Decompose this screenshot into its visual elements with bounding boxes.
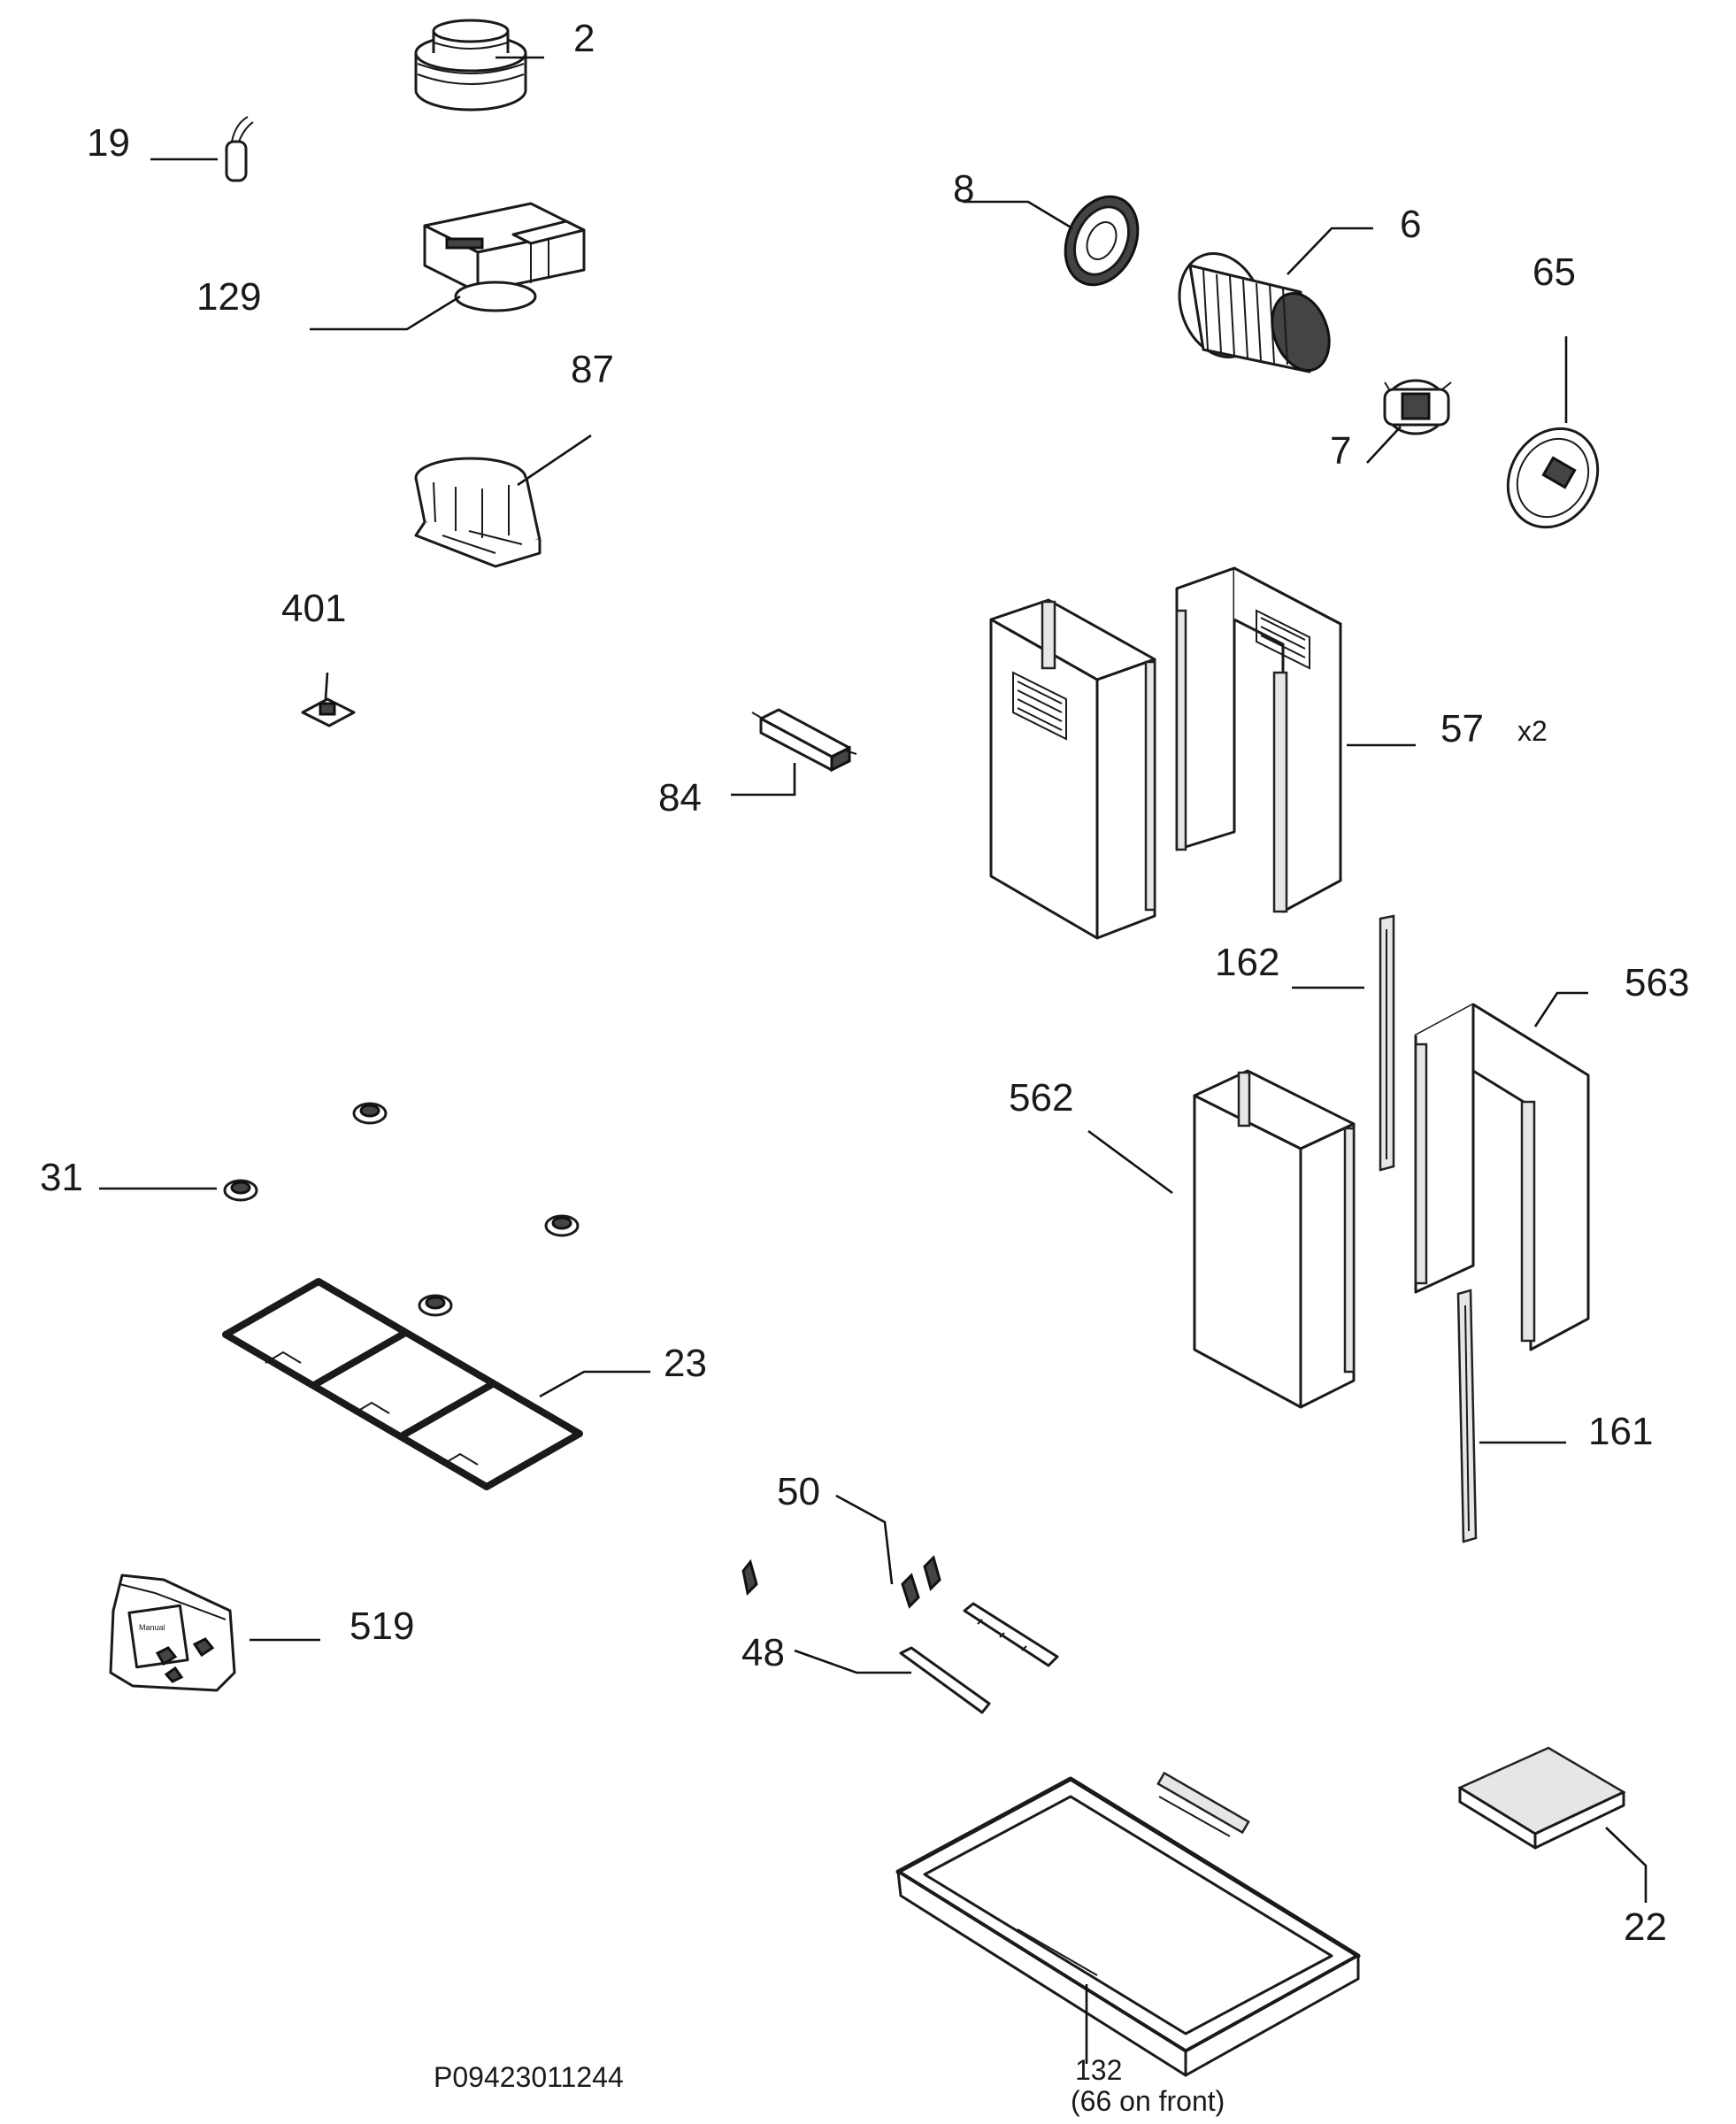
label-50: 50 — [777, 1470, 820, 1513]
part-562-lower-chimney-front[interactable] — [1193, 1069, 1356, 1409]
label-31: 31 — [40, 1156, 83, 1199]
part-401-bracket[interactable] — [301, 697, 356, 727]
label-562: 562 — [1009, 1076, 1073, 1120]
part-8-fan-cover[interactable] — [1052, 185, 1152, 296]
part-2-duct-collar[interactable] — [414, 19, 527, 112]
part-6-blower-wheel[interactable] — [1165, 242, 1339, 378]
part-22-charcoal-filter[interactable] — [1457, 1746, 1626, 1850]
label-2: 2 — [573, 17, 595, 60]
part-48-brackets[interactable] — [899, 1602, 1059, 1714]
part-132-hood-canopy[interactable] — [895, 1771, 1361, 2077]
label-19: 19 — [87, 121, 130, 165]
label-519: 519 — [350, 1605, 414, 1648]
part-129-transition-box[interactable] — [423, 202, 586, 312]
label-132-note: (66 on front) — [1071, 2085, 1225, 2117]
label-23: 23 — [664, 1342, 707, 1385]
label-7: 7 — [1330, 429, 1351, 473]
part-57-chimney-left[interactable] — [989, 598, 1156, 940]
label-48: 48 — [741, 1631, 785, 1674]
part-65-motor-plate[interactable] — [1490, 412, 1615, 543]
part-23-grease-filters[interactable] — [222, 1278, 583, 1490]
part-57-chimney-right[interactable] — [1175, 566, 1342, 913]
drawing-code: P09423011244 — [434, 2061, 624, 2093]
part-50-clips[interactable] — [741, 1555, 941, 1609]
label-132: 132 — [1075, 2054, 1122, 2086]
part-563-lower-chimney-rear[interactable] — [1414, 1003, 1590, 1351]
label-401: 401 — [281, 587, 346, 630]
label-84: 84 — [658, 776, 702, 820]
label-87: 87 — [571, 348, 614, 391]
label-161: 161 — [1588, 1410, 1653, 1453]
label-6: 6 — [1400, 203, 1421, 246]
label-162: 162 — [1215, 941, 1279, 984]
label-22: 22 — [1624, 1905, 1667, 1949]
label-57: 57 — [1440, 707, 1484, 750]
label-563: 563 — [1625, 961, 1689, 1004]
label-129: 129 — [196, 275, 261, 319]
part-162-rail[interactable] — [1379, 914, 1395, 1172]
part-161-rail[interactable] — [1456, 1289, 1478, 1543]
label-8: 8 — [953, 167, 974, 211]
label-65: 65 — [1532, 250, 1576, 294]
part-87-adaptor[interactable] — [414, 457, 542, 568]
bag-manual-text: Manual — [139, 1623, 165, 1632]
part-519-accessory-bag[interactable]: Manual — [109, 1574, 236, 1692]
part-84-driver[interactable] — [751, 708, 857, 773]
part-7-motor[interactable] — [1383, 379, 1452, 435]
part-19-capacitor[interactable] — [225, 116, 254, 182]
part-31-fasteners[interactable] — [223, 1102, 580, 1317]
label-57-quantity: x2 — [1517, 715, 1548, 747]
